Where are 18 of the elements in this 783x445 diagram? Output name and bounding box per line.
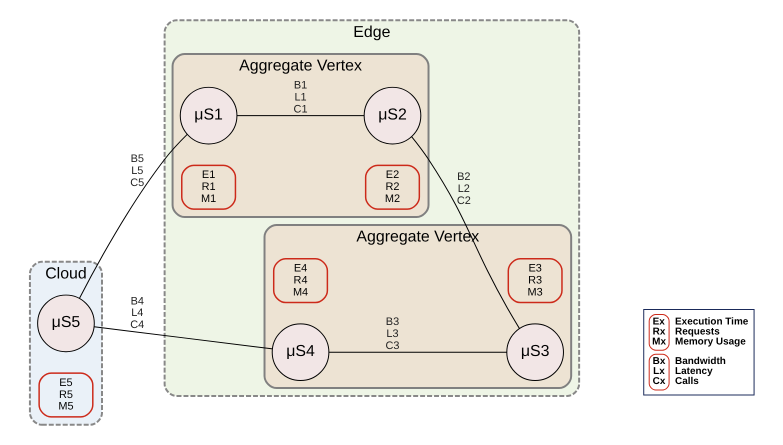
edge-label: B4 L4 C4 [130, 295, 144, 332]
edge-label: B5 L5 C5 [130, 153, 144, 190]
legend-label: Latency [674, 366, 712, 378]
node-label: E5 R5 M5 [58, 376, 74, 413]
legend-label: Bandwidth [674, 356, 726, 368]
edge-label: B3 L3 C3 [385, 316, 399, 352]
node-label: E4 R4 M4 [292, 262, 308, 298]
edge-label: B1 L1 C1 [293, 80, 308, 116]
legend-label: Calls [674, 376, 698, 388]
node-label: E2 R2 M2 [384, 169, 400, 205]
node-label: E1 R1 M1 [200, 169, 216, 205]
node-label: E3 R3 M3 [527, 262, 542, 298]
label: Bx Lx Cx [652, 356, 665, 388]
legend-label: Memory Usage [674, 336, 746, 348]
legend-label: Execution Time [674, 316, 748, 328]
edge-label: B2 L2 C2 [456, 171, 470, 207]
label: Ex Rx Mx [652, 316, 666, 348]
legend-label: Requests [674, 326, 720, 338]
